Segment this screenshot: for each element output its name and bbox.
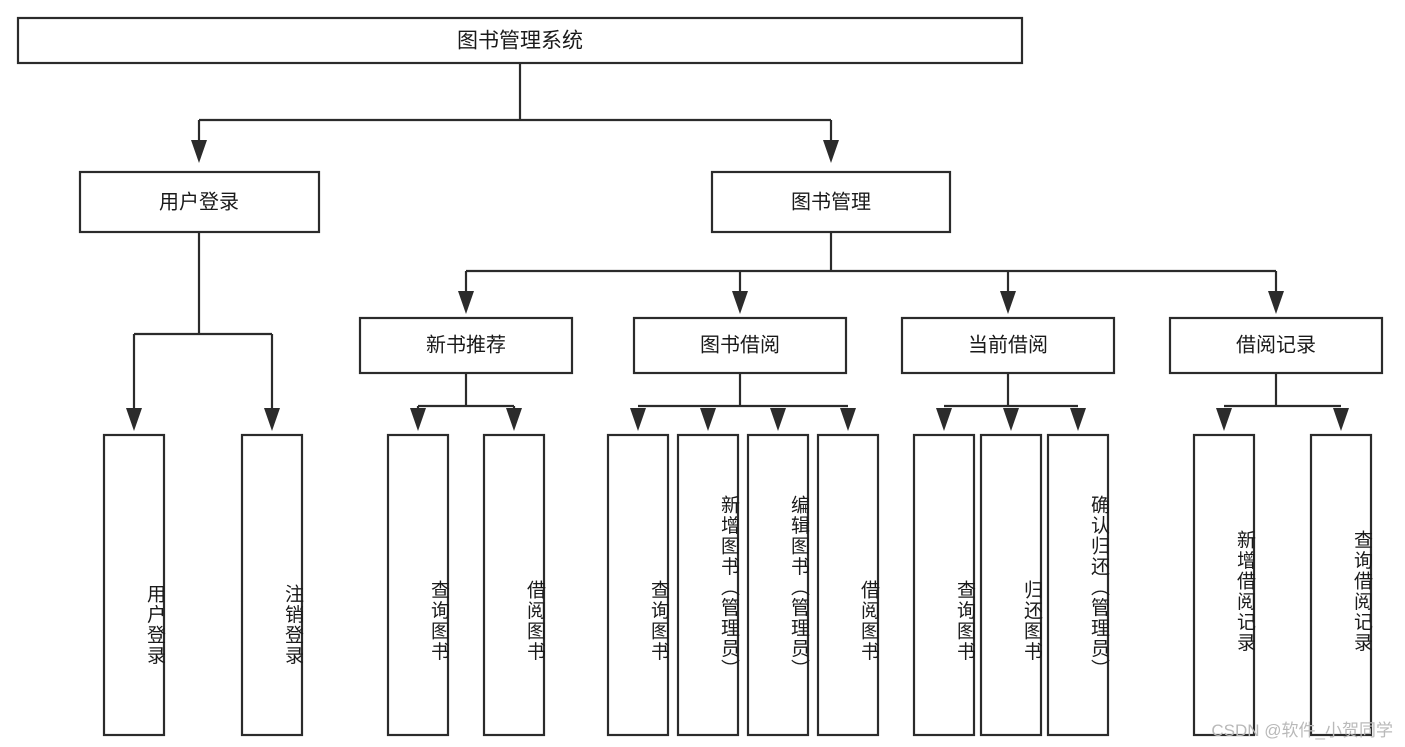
arrow-icon	[936, 408, 952, 431]
node-leaf-box[interactable]	[979, 433, 1043, 737]
arrow-icon	[1000, 291, 1016, 314]
node-leaf-box[interactable]	[912, 433, 976, 737]
node-book-borrow[interactable]: 图书借阅	[632, 316, 848, 375]
node-leaf-box[interactable]	[386, 433, 450, 737]
node-leaf-box[interactable]	[1046, 433, 1110, 737]
watermark: CSDN @软件_小贺同学	[1211, 721, 1393, 740]
node-leaf-box[interactable]	[676, 433, 740, 737]
node-current-borrow-box[interactable]	[900, 316, 1116, 375]
arrow-icon	[732, 291, 748, 314]
node-borrow-record[interactable]: 借阅记录	[1168, 316, 1384, 375]
arrow-icon	[1003, 408, 1019, 431]
node-leaf-box[interactable]	[746, 433, 810, 737]
connector-currentborrow-to-leaves	[936, 373, 1086, 431]
arrow-icon	[770, 408, 786, 431]
node-root[interactable]: 图书管理系统	[16, 16, 1024, 65]
node-leaf-box[interactable]	[240, 433, 304, 737]
node-leaf-box[interactable]	[816, 433, 880, 737]
leaf-boxes-book-borrow	[606, 433, 880, 737]
arrow-icon	[1216, 408, 1232, 431]
node-borrow-record-box[interactable]	[1168, 316, 1384, 375]
arrow-icon	[700, 408, 716, 431]
node-book-management-label: 图书管理	[791, 190, 871, 213]
node-new-book-recommend-box[interactable]	[358, 316, 574, 375]
leaf-boxes-new-book-recommend	[386, 433, 546, 737]
node-book-management[interactable]: 图书管理	[710, 170, 952, 234]
arrow-icon	[410, 408, 426, 431]
node-new-book-recommend[interactable]: 新书推荐	[358, 316, 574, 375]
leaf-boxes-user-login	[102, 433, 304, 737]
arrow-icon	[630, 408, 646, 431]
arrow-icon	[1070, 408, 1086, 431]
arrow-icon	[840, 408, 856, 431]
connector-newbook-to-leaves	[410, 373, 522, 431]
node-user-login[interactable]: 用户登录	[78, 170, 321, 234]
arrow-icon	[458, 291, 474, 314]
arrow-icon	[1333, 408, 1349, 431]
connector-bookmgmt-to-level2	[458, 232, 1284, 314]
arrow-icon	[506, 408, 522, 431]
arrow-icon	[1268, 291, 1284, 314]
arrow-icon	[264, 408, 280, 431]
node-user-login-label: 用户登录	[159, 190, 239, 213]
node-book-borrow-label: 图书借阅	[700, 333, 780, 356]
connector-root-to-level1	[191, 63, 839, 163]
leaf-boxes-current-borrow	[912, 433, 1110, 737]
node-new-book-recommend-label: 新书推荐	[426, 333, 506, 356]
node-book-management-box[interactable]	[710, 170, 952, 234]
node-borrow-record-label: 借阅记录	[1236, 333, 1316, 356]
node-root-box[interactable]	[16, 16, 1024, 65]
node-leaf-box[interactable]	[1309, 433, 1373, 737]
node-user-login-box[interactable]	[78, 170, 321, 234]
node-current-borrow[interactable]: 当前借阅	[900, 316, 1116, 375]
node-leaf-box[interactable]	[1192, 433, 1256, 737]
arrow-icon	[191, 140, 207, 163]
node-book-borrow-box[interactable]	[632, 316, 848, 375]
connector-borrowrecord-to-leaves	[1216, 373, 1349, 431]
connector-bookborrow-to-leaves	[630, 373, 856, 431]
arrow-icon	[823, 140, 839, 163]
connector-userlogin-to-leaves	[126, 232, 280, 431]
node-leaf-box[interactable]	[482, 433, 546, 737]
node-leaf-box[interactable]	[606, 433, 670, 737]
node-current-borrow-label: 当前借阅	[968, 333, 1048, 356]
arrow-icon	[126, 408, 142, 431]
node-leaf-box[interactable]	[102, 433, 166, 737]
node-root-label: 图书管理系统	[457, 30, 583, 53]
leaf-boxes-borrow-record	[1192, 433, 1373, 737]
